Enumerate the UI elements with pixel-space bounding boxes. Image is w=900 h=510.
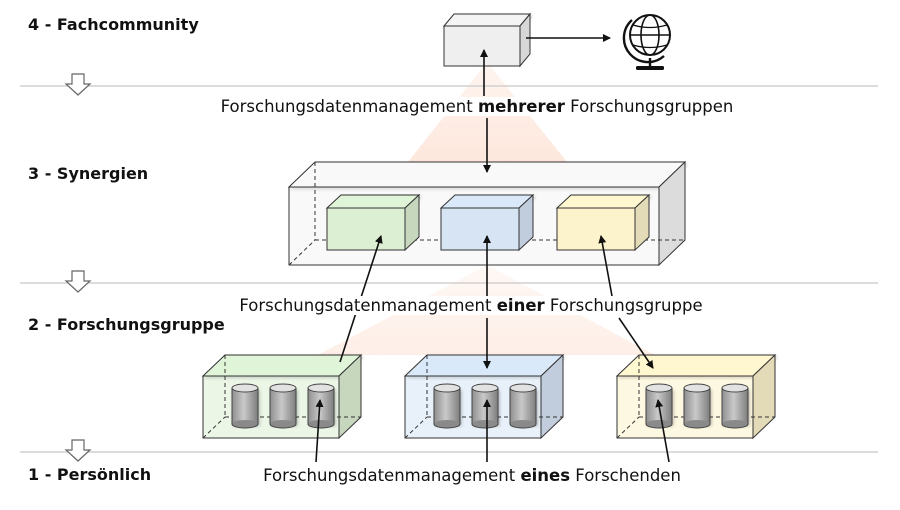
level-label-persoenlich: 1 - Persönlich (28, 465, 152, 484)
arrow-researcher-yellow (655, 399, 670, 463)
caption-text: Forschungsdatenmanagement (263, 466, 521, 485)
caption-one-researcher: Forschungsdatenmanagement eines Forschen… (261, 466, 683, 485)
down-arrow-icon (64, 73, 92, 96)
synergy-group-box-blue (439, 193, 535, 252)
database-cylinder-icon (721, 383, 749, 429)
arrow-to-yellow-research-box (618, 317, 654, 369)
database-cylinder-icon (307, 383, 335, 429)
level-label-synergien: 3 - Synergien (28, 164, 149, 183)
database-cylinder-icon (645, 383, 673, 429)
caption-text: Forschungsgruppen (564, 97, 734, 116)
synergy-group-box-green (325, 193, 421, 252)
down-arrow-icon (64, 439, 92, 462)
synergy-group-box-yellow (555, 193, 651, 252)
database-cylinder-icon (471, 383, 499, 429)
caption-emphasis: einer (496, 296, 545, 315)
level-label-forschungsgruppe: 2 - Forschungsgruppe (28, 315, 225, 334)
caption-one-group: Forschungsdatenmanagement einer Forschun… (237, 296, 705, 315)
level-label-fachcommunity: 4 - Fachcommunity (28, 15, 199, 34)
caption-emphasis: eines (520, 466, 571, 485)
caption-text: Forschungsdatenmanagement (239, 296, 497, 315)
caption-text: Forschungsgruppe (544, 296, 703, 315)
caption-text: Forschungsdatenmanagement (220, 97, 478, 116)
database-cylinder-icon (231, 383, 259, 429)
database-cylinder-icon (509, 383, 537, 429)
down-arrow-icon (64, 270, 92, 293)
arrow-yellow-group-up (598, 235, 613, 297)
level-arrows (64, 73, 92, 462)
caption-multiple-groups: Forschungsdatenmanagement mehrerer Forsc… (218, 97, 736, 116)
globe-icon (622, 14, 671, 70)
database-cylinder-icon (683, 383, 711, 429)
caption-emphasis: mehrerer (477, 97, 565, 116)
database-cylinder-icon (269, 383, 297, 429)
database-cylinder-icon (433, 383, 461, 429)
arrow-researcher-green (315, 399, 324, 463)
level-dividers (20, 85, 878, 453)
community-box (442, 12, 532, 68)
caption-text: Forschenden (570, 466, 681, 485)
